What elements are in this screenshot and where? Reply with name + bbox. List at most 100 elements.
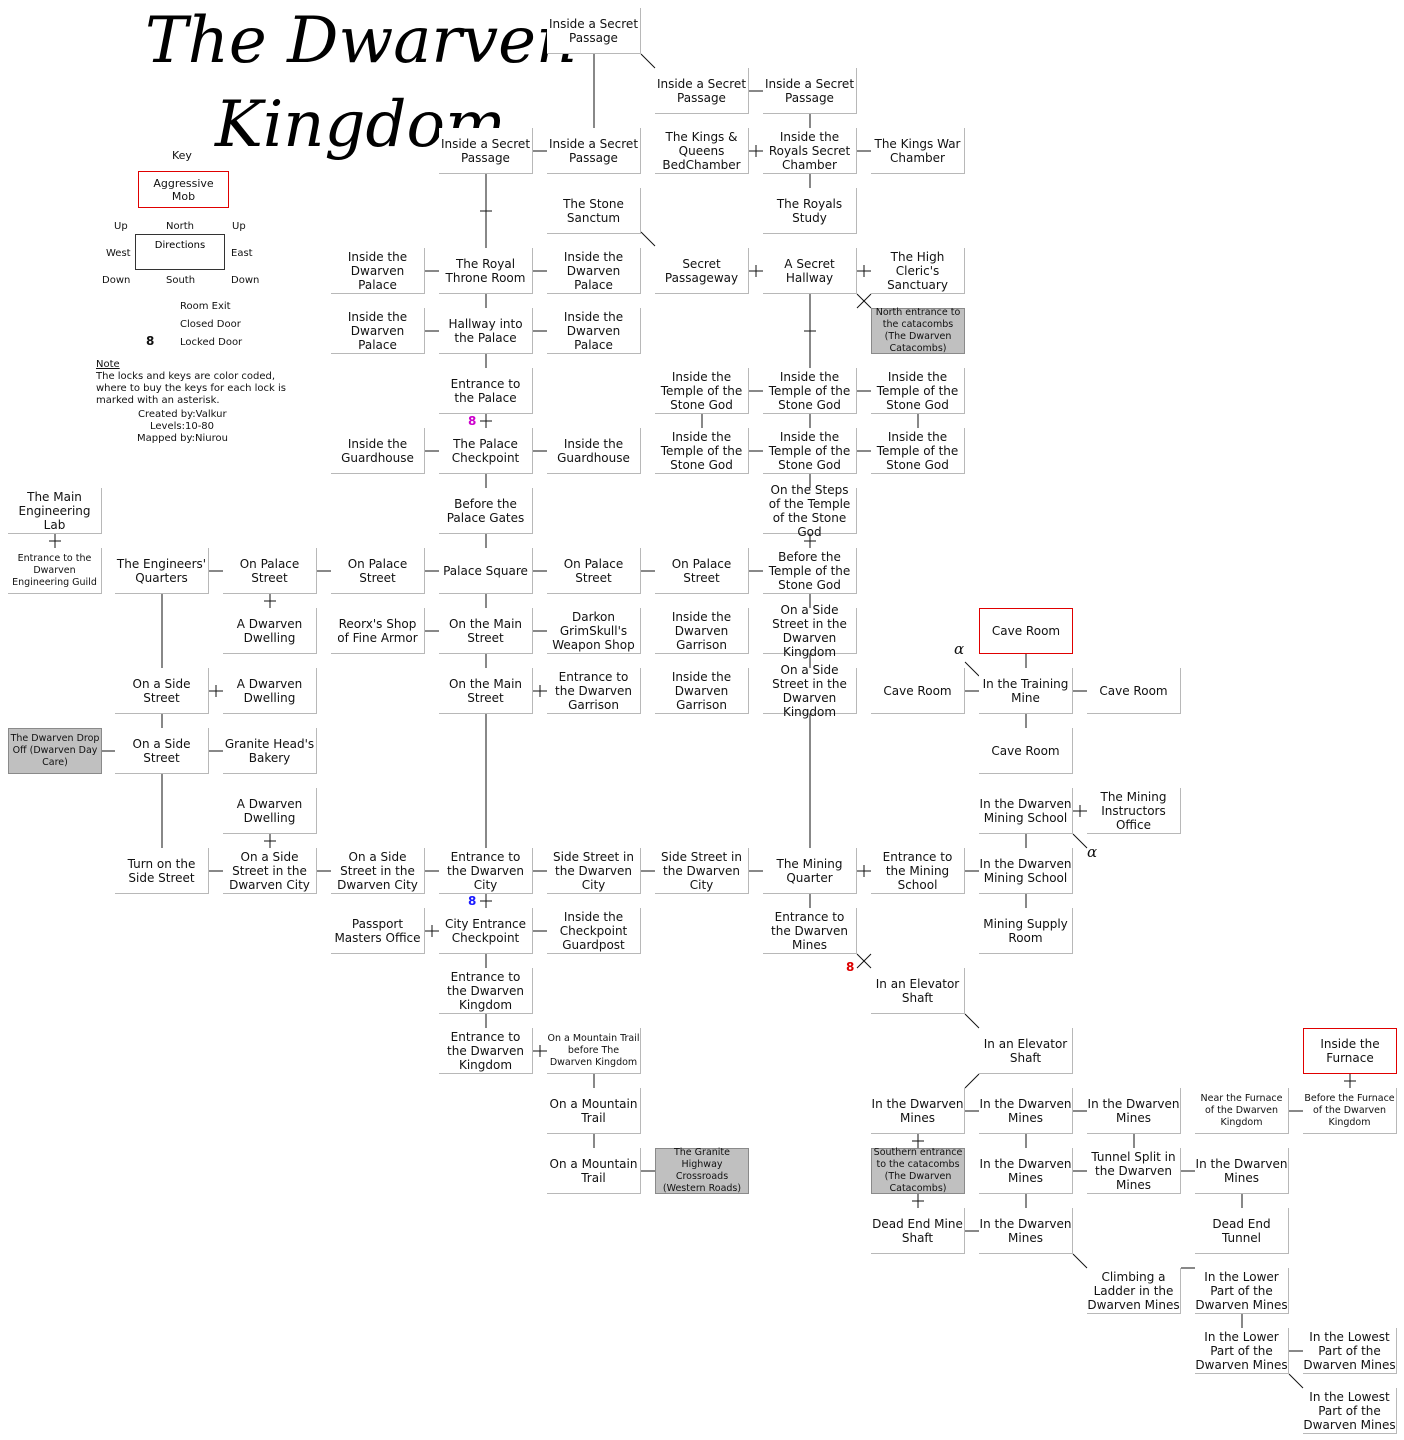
key-note: The locks and keys are color coded, wher… — [96, 371, 286, 407]
room-ps2: On Palace Street — [331, 548, 425, 594]
exit-entmines-elevator-b — [856, 953, 872, 969]
room-ps1: On Palace Street — [223, 548, 317, 594]
room-temple5: Inside the Temple of the Stone God — [763, 428, 857, 474]
room-entcity: Entrance to the Dwarven City — [439, 848, 533, 894]
room-nearfurnace: Near the Furnace of the Dwarven Kingdom — [1195, 1088, 1289, 1134]
room-passport: Passport Masters Office — [331, 908, 425, 954]
key-heading: Key — [172, 149, 192, 162]
key-levels: Levels:10-80 — [150, 421, 215, 432]
room-cityentcheck: City Entrance Checkpoint — [439, 908, 533, 954]
room-checkpoint: The Palace Checkpoint — [439, 428, 533, 474]
room-palaceE2: Inside the Dwarven Palace — [547, 308, 641, 354]
room-mtntrail3: On a Mountain Trail — [547, 1148, 641, 1194]
exit-elevator2-mines1 — [964, 1073, 980, 1089]
room-granitehwy: The Granite Highway Crossroads (Western … — [655, 1147, 749, 1194]
key-up-right: Up — [232, 221, 246, 232]
room-mines3: In the Dwarven Mines — [1087, 1088, 1181, 1134]
room-entschool: Entrance to the Mining School — [871, 848, 965, 894]
room-stonesanctum: The Stone Sanctum — [547, 188, 641, 234]
room-school1: In the Dwarven Mining School — [979, 788, 1073, 834]
room-mines4: In the Dwarven Mines — [979, 1148, 1073, 1194]
exit-lower2-lowest2 — [1288, 1373, 1304, 1389]
room-caveS: Cave Room — [979, 728, 1073, 774]
exit-mines6-ladder — [1072, 1253, 1088, 1269]
room-mtntrail2: On a Mountain Trail — [547, 1088, 641, 1134]
room-palacegates: Before the Palace Gates — [439, 488, 533, 534]
room-lowest1: In the Lowest Part of the Dwarven Mines — [1303, 1328, 1397, 1374]
room-palaceE1: Inside the Dwarven Palace — [547, 248, 641, 294]
key-note-heading: Note — [96, 359, 120, 370]
key-created-by: Created by:Valkur — [138, 409, 227, 420]
room-hallway: Hallway into the Palace — [439, 308, 533, 354]
room-caveN: Cave Room — [979, 608, 1073, 654]
room-sp3: Inside a Secret Passage — [763, 68, 857, 114]
room-garrison2: Inside the Dwarven Garrison — [655, 668, 749, 714]
room-entmines: Entrance to the Dwarven Mines — [763, 908, 857, 954]
room-elevator1: In an Elevator Shaft — [871, 968, 965, 1014]
room-ladder: Climbing a Ladder in the Dwarven Mines — [1087, 1268, 1181, 1314]
room-templesteps: On the Steps of the Temple of the Stone … — [763, 483, 857, 539]
key-up-left: Up — [114, 221, 128, 232]
room-bakery: Granite Head's Bakery — [223, 728, 317, 774]
alpha-marker-school: α — [1087, 843, 1098, 861]
key-lock-icon: 8 — [146, 334, 155, 348]
room-instructors: The Mining Instructors Office — [1087, 788, 1181, 834]
room-mines1: In the Dwarven Mines — [871, 1088, 965, 1134]
room-kingsbed: The Kings & Queens BedChamber — [655, 128, 749, 174]
room-sidestreet1: On a Side Street in the Dwarven Kingdom — [763, 603, 857, 659]
key-aggressive-mob: Aggressive Mob — [138, 171, 229, 208]
room-deadendtunnel: Dead End Tunnel — [1195, 1208, 1289, 1254]
room-sidecity2: On a Side Street in the Dwarven City — [331, 848, 425, 894]
room-beforetemple: Before the Temple of the Stone God — [763, 548, 857, 594]
room-elevator2: In an Elevator Shaft — [979, 1028, 1073, 1074]
room-northcata: North entrance to the catacombs (The Dwa… — [871, 307, 965, 354]
key-note-line-2: where to buy the keys for each lock is — [96, 383, 286, 394]
room-lower2: In the Lower Part of the Dwarven Mines — [1195, 1328, 1289, 1374]
room-trainingmine: In the Training Mine — [979, 668, 1073, 714]
room-miningquarter: The Mining Quarter — [763, 848, 857, 894]
room-secrethall: A Secret Hallway — [763, 248, 857, 294]
room-entpalace: Entrance to the Palace — [439, 368, 533, 414]
key-mapped-by: Mapped by:Niurou — [137, 433, 228, 444]
key-room-exit: Room Exit — [180, 301, 231, 312]
room-temple1: Inside the Temple of the Stone God — [655, 368, 749, 414]
room-entgarrison: Entrance to the Dwarven Garrison — [547, 668, 641, 714]
key-directions-box: Directions — [135, 234, 225, 270]
exit-secrethall-northcata-b — [856, 293, 872, 309]
room-mines5: In the Dwarven Mines — [1195, 1148, 1289, 1194]
room-temple4: Inside the Temple of the Stone God — [655, 428, 749, 474]
room-royalsecret: Inside the Royals Secret Chamber — [763, 128, 857, 174]
room-mines2: In the Dwarven Mines — [979, 1088, 1073, 1134]
exit-elevator1-elevator2 — [964, 1013, 980, 1029]
key-closed-door: Closed Door — [180, 319, 241, 330]
key-north: North — [166, 221, 194, 232]
room-sp4: Inside a Secret Passage — [439, 128, 533, 174]
room-sp1: Inside a Secret Passage — [547, 8, 641, 54]
room-miningsupply: Mining Supply Room — [979, 908, 1073, 954]
exit-cave-alpha — [964, 661, 980, 677]
lock-icon-mines: 8 — [846, 960, 855, 974]
key-east: East — [231, 248, 253, 259]
room-mines6: In the Dwarven Mines — [979, 1208, 1073, 1254]
room-sidestcity2: Side Street in the Dwarven City — [655, 848, 749, 894]
key-down-left: Down — [102, 275, 131, 286]
room-guardW: Inside the Guardhouse — [331, 428, 425, 474]
room-reorx: Reorx's Shop of Fine Armor — [331, 608, 425, 654]
room-checkguard: Inside the Checkpoint Guardpost — [547, 908, 641, 954]
room-dropoff: The Dwarven Drop Off (Dwarven Day Care) — [8, 728, 102, 774]
room-furnace: Inside the Furnace — [1303, 1028, 1397, 1074]
room-throne: The Royal Throne Room — [439, 248, 533, 294]
room-sideW2: On a Side Street — [115, 728, 209, 774]
room-garrison1: Inside the Dwarven Garrison — [655, 608, 749, 654]
room-deadendshaft: Dead End Mine Shaft — [871, 1208, 965, 1254]
room-lower1: In the Lower Part of the Dwarven Mines — [1195, 1268, 1289, 1314]
room-palaceW2: Inside the Dwarven Palace — [331, 308, 425, 354]
room-tunnelsplit: Tunnel Split in the Dwarven Mines — [1087, 1148, 1181, 1194]
exit-stonesanctum-secretway — [640, 231, 656, 247]
room-caveE: Cave Room — [1087, 668, 1181, 714]
exit-school-alpha — [1072, 833, 1088, 849]
room-ps3: On Palace Street — [547, 548, 641, 594]
key-down-right: Down — [231, 275, 260, 286]
